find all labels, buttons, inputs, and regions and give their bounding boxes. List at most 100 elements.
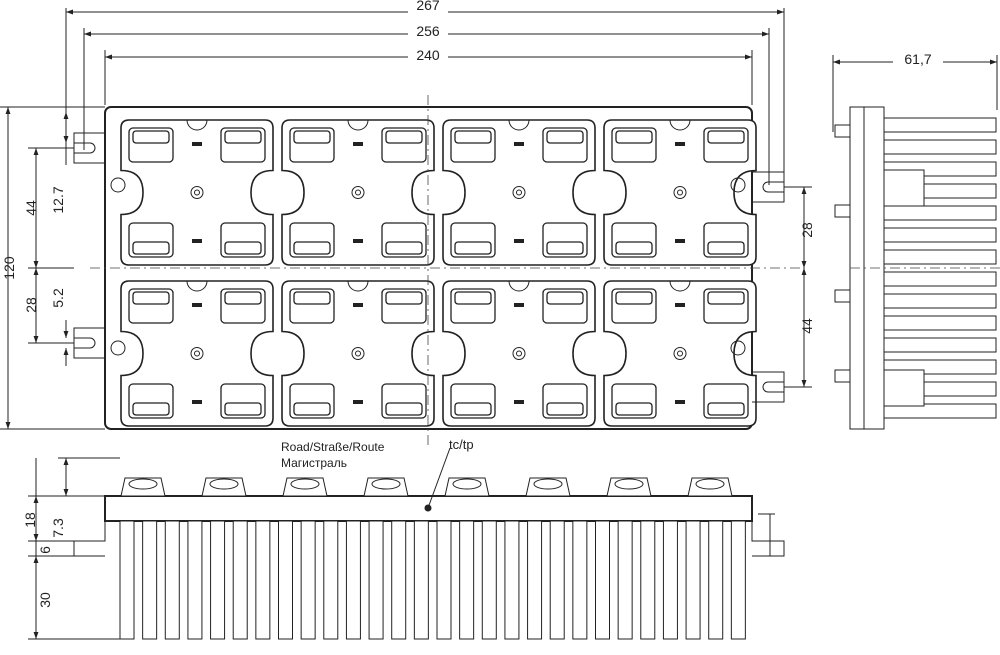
front-lens-dome xyxy=(290,478,320,490)
mount-hole xyxy=(110,340,126,356)
lens-face xyxy=(224,130,262,144)
front-lens xyxy=(282,477,328,497)
dimension-body-width: 240 xyxy=(104,46,753,105)
mounting-tab-right-top xyxy=(752,171,785,203)
road-label: Road/Straße/Route xyxy=(281,440,385,454)
module-notch xyxy=(669,280,691,292)
side-fin xyxy=(883,403,997,419)
front-fin xyxy=(413,520,429,640)
dimension-fin-height: 30 xyxy=(28,556,120,640)
front-fin xyxy=(640,520,656,640)
front-fin xyxy=(436,520,452,640)
lens-face xyxy=(293,402,331,416)
center-screw-core xyxy=(677,350,683,357)
module-notch xyxy=(347,280,369,292)
center-screw xyxy=(190,347,204,360)
module-notch xyxy=(347,119,369,131)
lens-face xyxy=(385,402,423,416)
svg-text:120: 120 xyxy=(1,256,17,280)
module-marking xyxy=(514,142,524,146)
center-screw xyxy=(673,347,687,360)
lens-face xyxy=(615,241,653,255)
side-boss xyxy=(883,369,925,407)
led-module xyxy=(281,280,435,427)
front-fin xyxy=(662,520,678,640)
front-lens-dome xyxy=(533,478,563,490)
front-fin xyxy=(278,520,293,640)
dimension-slot: 5.2 xyxy=(50,288,69,366)
front-lens xyxy=(120,477,166,497)
mount-hole xyxy=(110,177,126,193)
front-lens xyxy=(201,477,247,497)
lens-face xyxy=(224,291,262,305)
side-fin xyxy=(883,117,997,133)
lens-face xyxy=(707,130,745,144)
front-lens xyxy=(444,477,490,497)
center-screw xyxy=(512,347,526,360)
led-module xyxy=(120,119,274,266)
front-lens xyxy=(687,477,733,497)
front-fin xyxy=(119,520,135,640)
front-fin xyxy=(708,520,724,640)
front-lens-dome xyxy=(452,478,482,490)
svg-text:44: 44 xyxy=(23,200,39,216)
mounting-tab-left-top xyxy=(73,132,105,164)
module-marking xyxy=(353,239,363,243)
module-notch xyxy=(508,119,530,131)
front-fin xyxy=(527,520,543,640)
lens-face xyxy=(454,402,492,416)
front-fin xyxy=(142,520,158,640)
front-lens-dome xyxy=(695,478,725,490)
front-fin xyxy=(504,520,520,640)
front-lens xyxy=(606,477,652,497)
center-screw-core xyxy=(194,350,200,357)
dimension-upper-spacing: 44 xyxy=(23,147,74,269)
dimension-right-bracket xyxy=(758,513,775,556)
tc-leader-line xyxy=(427,447,451,509)
center-screw-core xyxy=(355,350,361,357)
front-fin xyxy=(481,520,497,640)
led-module xyxy=(442,280,596,427)
module-marking xyxy=(353,142,363,146)
svg-text:267: 267 xyxy=(416,0,440,13)
side-fin xyxy=(883,227,997,243)
module-marking xyxy=(675,142,685,146)
lens-face xyxy=(615,130,653,144)
module-marking xyxy=(353,400,363,404)
module-marking xyxy=(192,142,202,146)
module-marking xyxy=(192,239,202,243)
mount-hole xyxy=(730,340,746,356)
module-marking xyxy=(353,303,363,307)
module-notch xyxy=(669,119,691,131)
svg-text:5.2: 5.2 xyxy=(50,288,66,308)
road-label-ru: Магистраль xyxy=(281,456,347,470)
lens-face xyxy=(615,291,653,305)
svg-text:28: 28 xyxy=(23,297,39,313)
front-fin xyxy=(187,520,203,640)
lens-face xyxy=(224,402,262,416)
svg-text:240: 240 xyxy=(416,47,440,63)
dimension-mount-width: 256 xyxy=(83,23,770,185)
side-fin xyxy=(883,315,997,331)
dimension-lower-spacing: 28 xyxy=(23,268,74,344)
lens-face xyxy=(132,241,170,255)
module-notch xyxy=(508,280,530,292)
front-fin xyxy=(617,520,633,640)
lens-face xyxy=(293,241,331,255)
led-module xyxy=(442,119,596,266)
dimension-right-spacing-top: 28 xyxy=(784,186,815,268)
lens-face xyxy=(707,241,745,255)
led-module xyxy=(603,280,757,427)
svg-text:61,7: 61,7 xyxy=(904,51,931,67)
lens-face xyxy=(615,402,653,416)
svg-text:7.3: 7.3 xyxy=(50,518,66,538)
center-screw xyxy=(351,186,365,199)
lens-face xyxy=(454,241,492,255)
front-tab-right xyxy=(751,521,785,557)
lens-face xyxy=(385,291,423,305)
lens-face xyxy=(385,241,423,255)
module-marking xyxy=(192,303,202,307)
front-lens xyxy=(363,477,409,497)
front-lens-dome xyxy=(614,478,644,490)
